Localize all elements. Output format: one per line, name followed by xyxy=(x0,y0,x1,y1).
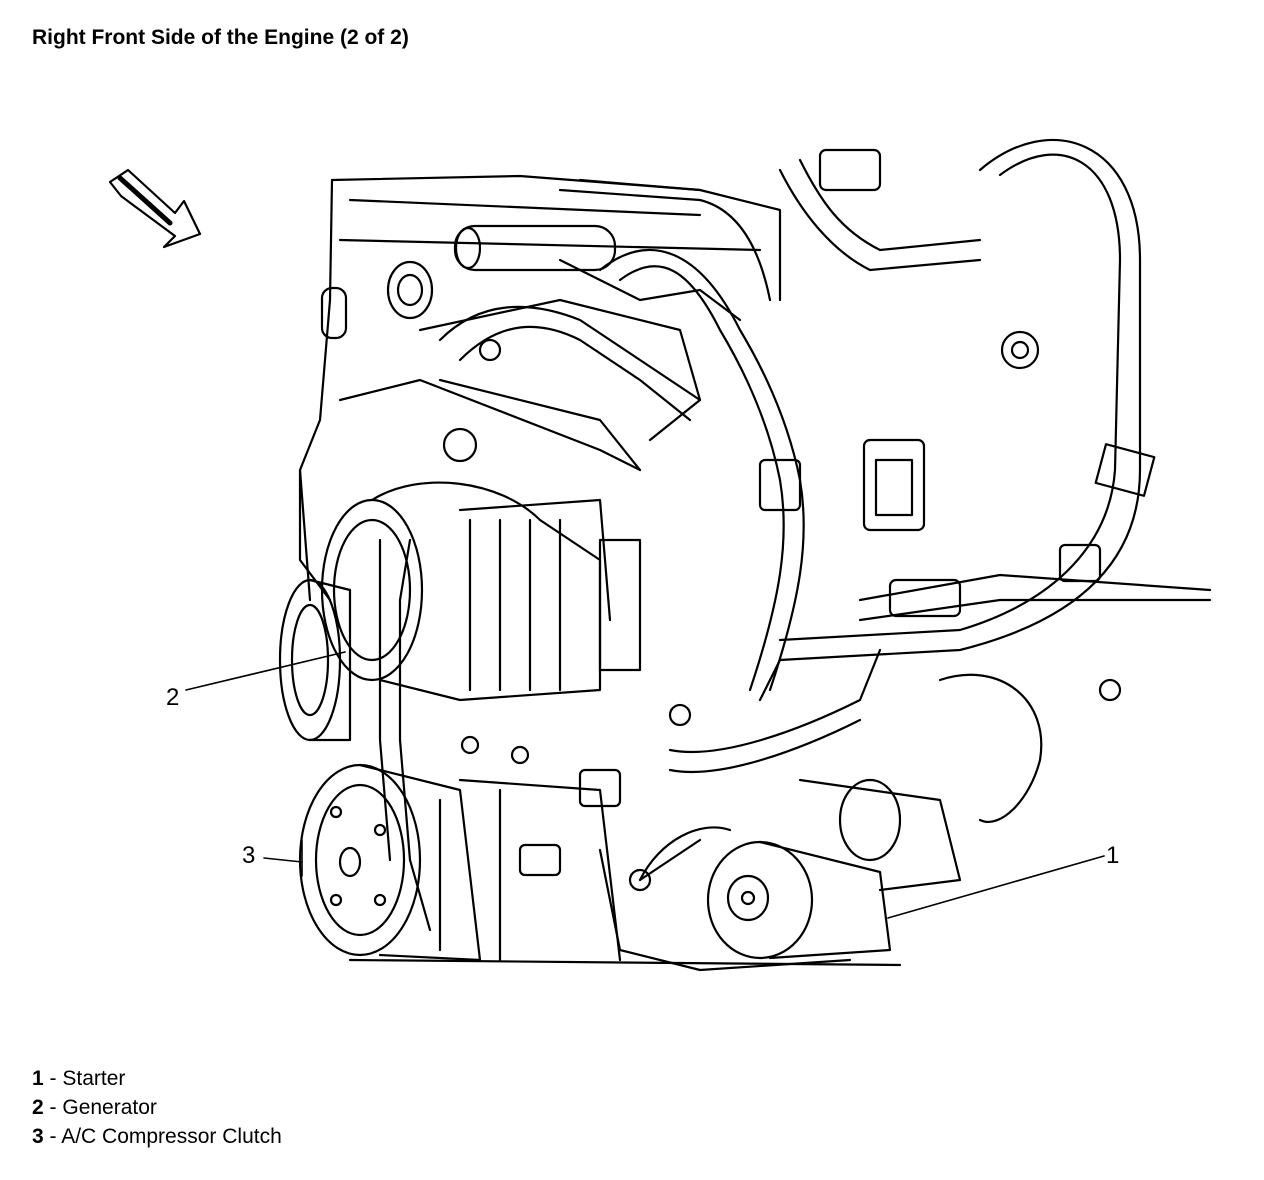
electrical-connectors xyxy=(442,148,1156,877)
legend-separator: - xyxy=(43,1096,63,1119)
legend-separator: - xyxy=(43,1125,62,1148)
page-title: Right Front Side of the Engine (2 of 2) xyxy=(32,26,409,49)
legend: 1 - Starter 2 - Generator 3 - A/C Compre… xyxy=(32,1064,282,1151)
callout-2-generator: 2 xyxy=(166,684,180,711)
callout-leader-lines xyxy=(185,651,1105,919)
legend-label: Starter xyxy=(62,1067,126,1090)
callout-1-starter: 1 xyxy=(1106,842,1120,869)
legend-label: Generator xyxy=(62,1096,157,1119)
legend-number: 2 xyxy=(32,1096,44,1119)
legend-item-ac-compressor-clutch: 3 - A/C Compressor Clutch xyxy=(32,1122,282,1151)
callout-3-ac-compressor-clutch: 3 xyxy=(242,842,256,869)
view-direction-arrow xyxy=(108,168,202,249)
starter-motor xyxy=(598,778,962,972)
wiring-harness xyxy=(438,138,1212,823)
lower-engine xyxy=(348,703,902,967)
legend-item-starter: 1 - Starter xyxy=(32,1064,282,1093)
legend-number: 1 xyxy=(32,1067,44,1090)
ac-compressor-clutch xyxy=(298,763,482,962)
legend-label: A/C Compressor Clutch xyxy=(61,1125,282,1148)
legend-item-generator: 2 - Generator xyxy=(32,1093,282,1122)
crankshaft-pulley xyxy=(278,578,352,742)
engine-block xyxy=(298,174,782,602)
generator xyxy=(320,481,642,702)
legend-separator: - xyxy=(43,1067,63,1090)
legend-number: 3 xyxy=(32,1125,44,1148)
drive-belt xyxy=(378,538,432,932)
